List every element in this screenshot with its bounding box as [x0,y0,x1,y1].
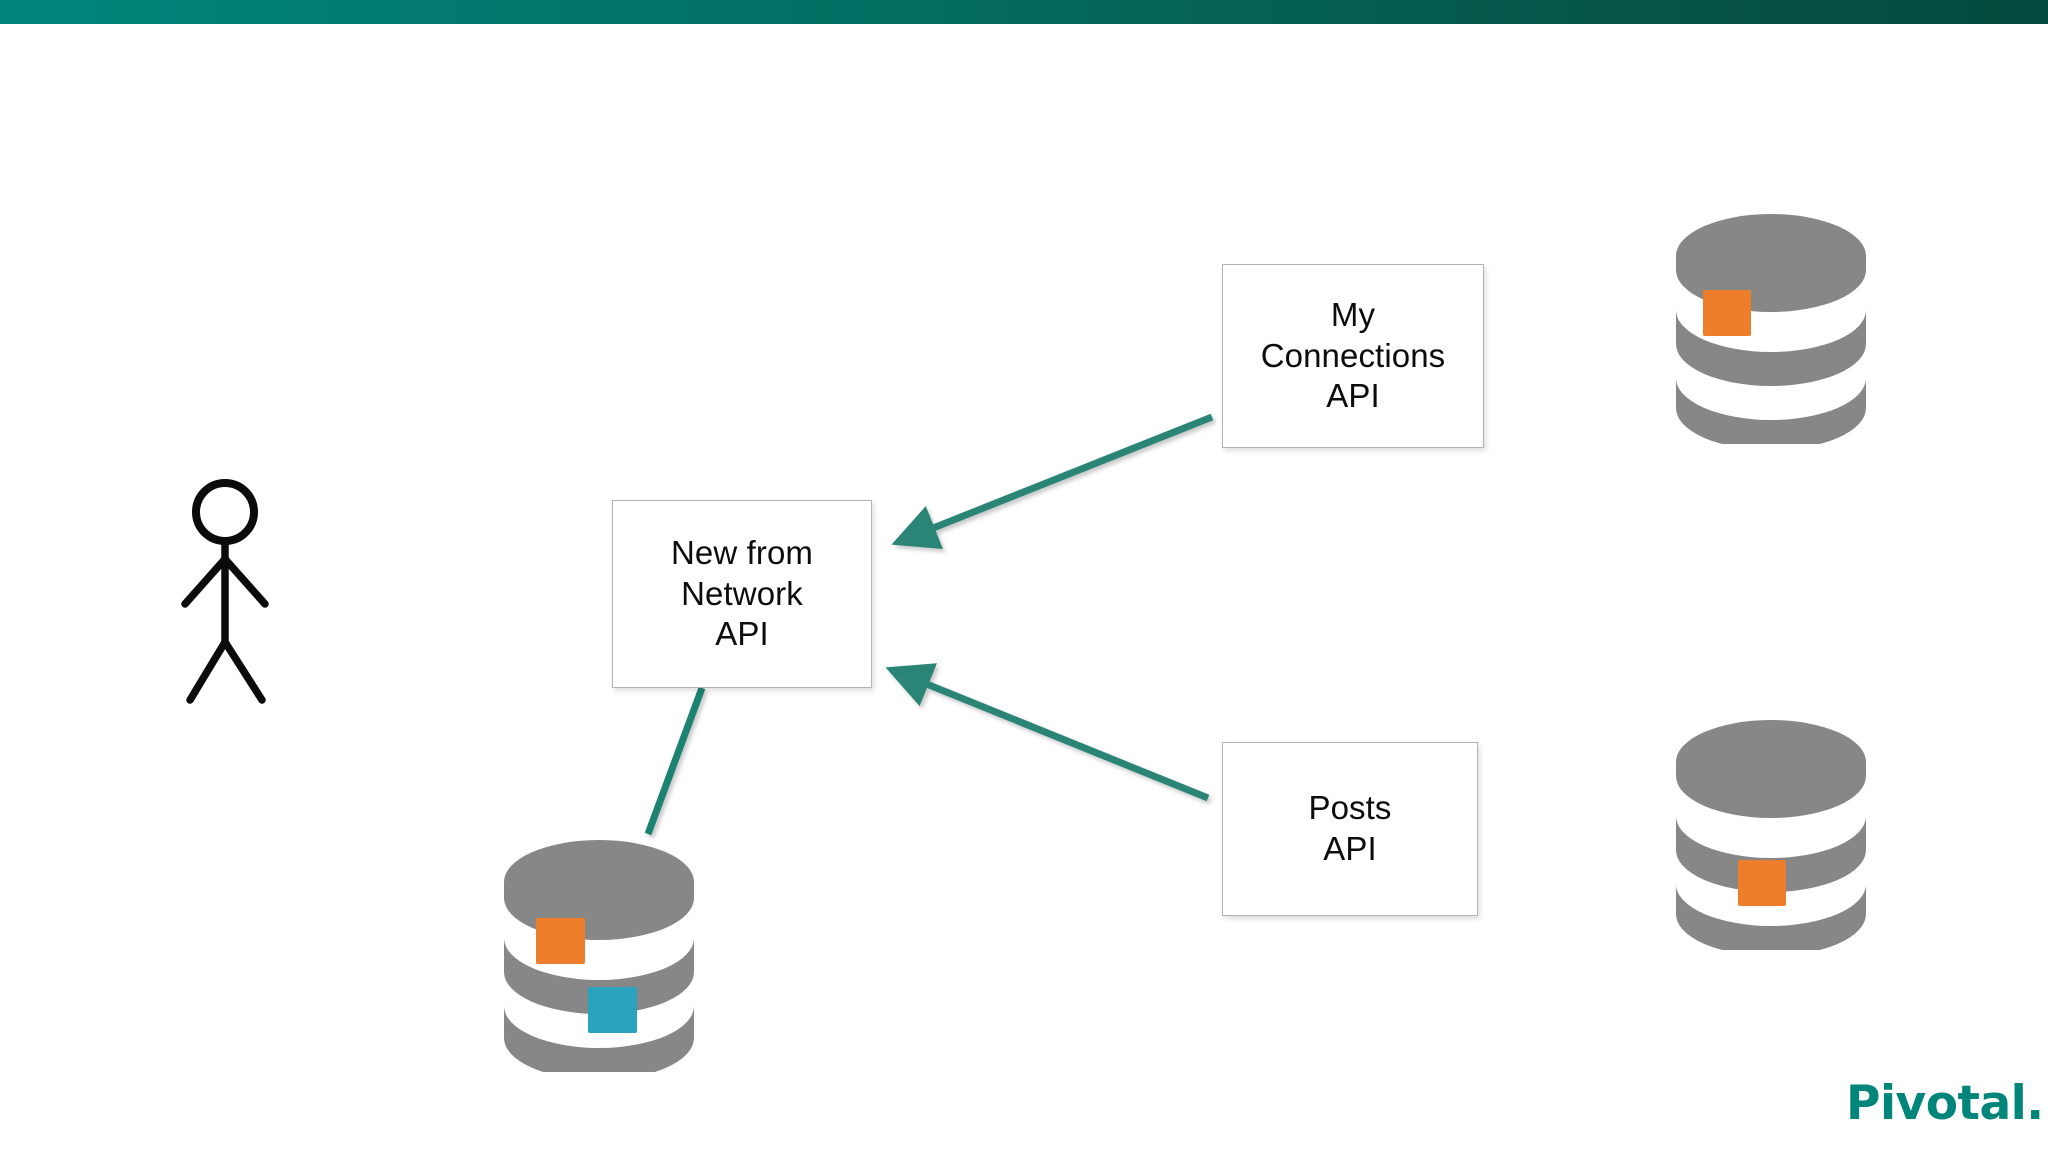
node-label: Posts API [1308,789,1392,867]
db-body [1676,214,1866,450]
marker-orange [1738,860,1786,906]
arrow-posts-to-new-from-network [885,663,1210,802]
marker-blue [588,987,637,1033]
top-accent-bar [0,0,2048,24]
db-body [1676,720,1866,956]
node-new-from-network-api[interactable]: New from Network API [612,500,872,688]
node-label: My Connections API [1260,295,1446,415]
marker-orange [536,918,585,964]
pivotal-logo: Pivotal. [1846,1076,2044,1131]
db-body [504,840,694,1080]
database-icon-bottom-right[interactable] [1676,720,1866,956]
database-icon-top-right[interactable] [1676,214,1866,450]
link-new-from-network-to-db-bottom-left [644,686,706,836]
marker-orange [1703,290,1751,336]
node-posts-api[interactable]: Posts API [1222,742,1478,916]
stick-figure-icon [181,479,269,704]
database-icon-bottom-left[interactable] [504,840,694,1080]
arrow-my-connections-to-new-from-network [891,413,1214,549]
node-my-connections-api[interactable]: My Connections API [1222,264,1484,448]
node-label: New from Network API [671,533,813,653]
